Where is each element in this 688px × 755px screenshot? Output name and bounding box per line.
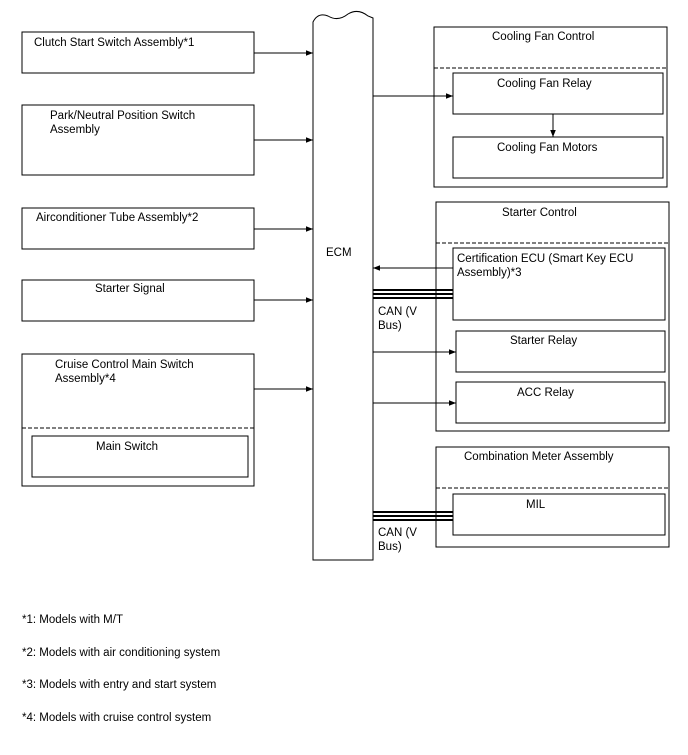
cooling-fan-control-group: Cooling Fan Control Cooling Fan Relay Co… [433,26,668,188]
aircon-tube-label: Airconditioner Tube Assembly*2 [36,212,198,224]
footnote-4: *4: Models with cruise control system [22,712,212,724]
can-bus-lower-lines [373,511,453,521]
combination-meter-group: Combination Meter Assembly MIL [435,446,670,548]
starter-control-group: Starter Control Certification ECU (Smart… [435,201,670,432]
can-bus-lower-label-line2: Bus) [378,541,402,553]
ecm-label: ECM [326,247,352,259]
footnote-2: *2: Models with air conditioning system [22,647,221,659]
certification-ecu-box [452,247,666,321]
certification-ecu-label-line2: Assembly)*3 [457,267,522,279]
cooling-fan-relay-label: Cooling Fan Relay [497,78,592,90]
can-bus-upper-label-line1: CAN (V [378,306,417,318]
aircon-tube-box: Airconditioner Tube Assembly*2 [21,207,255,250]
footnote-3: *3: Models with entry and start system [22,679,217,691]
cruise-control-label-line2: Assembly*4 [55,373,116,385]
cooling-fan-control-title: Cooling Fan Control [492,31,594,43]
starter-relay-label: Starter Relay [510,335,577,347]
mil-label: MIL [526,499,546,511]
footnote-1: *1: Models with M/T [22,614,123,626]
acc-relay-box [455,381,666,424]
can-bus-lower-label-line1: CAN (V [378,527,417,539]
park-neutral-label-line2: Assembly [50,124,100,136]
cruise-control-label-line1: Cruise Control Main Switch [55,359,194,371]
acc-relay-label: ACC Relay [517,387,574,399]
mil-box [452,493,666,536]
starter-relay-box [455,330,666,373]
clutch-start-switch-box: Clutch Start Switch Assembly*1 [21,31,255,74]
park-neutral-switch-box: Park/Neutral Position Switch Assembly [21,104,255,176]
starter-signal-label: Starter Signal [95,283,165,295]
park-neutral-label-line1: Park/Neutral Position Switch [50,110,195,122]
ecm-block [312,10,374,561]
starter-signal-box: Starter Signal [21,279,255,322]
cruise-control-box: Cruise Control Main Switch Assembly*4 Ma… [21,353,255,487]
main-switch-label: Main Switch [96,441,158,453]
combination-meter-title: Combination Meter Assembly [464,451,614,463]
cooling-fan-relay-box [452,72,664,115]
starter-control-title: Starter Control [502,207,577,219]
main-switch-box [31,435,249,478]
clutch-start-switch-label: Clutch Start Switch Assembly*1 [34,37,194,49]
certification-ecu-label-line1: Certification ECU (Smart Key ECU [457,253,633,265]
can-bus-upper-lines [373,289,453,299]
can-bus-upper-label-line2: Bus) [378,320,402,332]
cooling-fan-motors-label: Cooling Fan Motors [497,142,598,154]
cooling-fan-motors-box [452,136,664,179]
